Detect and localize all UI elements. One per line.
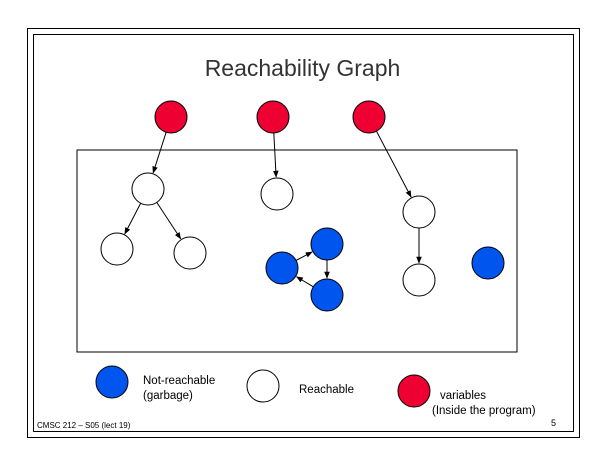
edge-r-left-parent-to-r-left-child-1 xyxy=(124,202,142,235)
program-heap-box xyxy=(76,149,518,353)
legend-variable-swatch xyxy=(397,374,431,408)
node-r-middle xyxy=(260,177,294,211)
legend-variables-line2: (Inside the program) xyxy=(432,405,536,417)
node-g-cycle-bottom xyxy=(310,278,344,312)
legend-reachable-swatch xyxy=(246,369,280,403)
node-layer xyxy=(100,100,505,312)
node-var-1 xyxy=(154,100,188,134)
legend-garbage-swatch xyxy=(95,365,129,399)
slide-outer-border xyxy=(27,28,580,438)
node-r-right-lower xyxy=(402,263,436,297)
footer-course-label: CMSC 212 – S05 (lect 19) xyxy=(37,421,131,430)
node-g-cycle-top xyxy=(310,227,344,261)
node-r-left-parent xyxy=(131,172,165,206)
node-var-2 xyxy=(256,100,290,134)
edge-var-2-to-r-middle xyxy=(272,132,279,178)
edge-var-1-to-r-left-parent xyxy=(152,132,167,174)
legend-garbage-label: Not-reachable (garbage) xyxy=(143,374,215,404)
edge-layer xyxy=(124,130,422,288)
node-r-right-upper xyxy=(402,195,436,229)
node-g-cycle-left xyxy=(265,251,299,285)
legend-swatches xyxy=(95,365,431,408)
slide-inner-border xyxy=(33,34,574,432)
edge-r-left-parent-to-r-left-child-2 xyxy=(156,202,182,240)
edge-var-3-to-r-right-upper xyxy=(376,130,412,198)
node-r-left-child-2 xyxy=(173,236,207,270)
edge-g-cycle-left-to-g-cycle-top xyxy=(295,251,313,261)
node-g-isolated xyxy=(471,246,505,280)
node-var-3 xyxy=(352,100,386,134)
legend-garbage-line2: (garbage) xyxy=(143,390,193,402)
page-number: 5 xyxy=(551,418,557,428)
legend-variables-label: variables (Inside the program) xyxy=(432,389,536,419)
legend-garbage-line1: Not-reachable xyxy=(143,375,216,387)
slide-title: Reachability Graph xyxy=(204,55,401,81)
node-r-left-child-1 xyxy=(100,232,134,266)
edge-g-cycle-bottom-to-g-cycle-left xyxy=(295,276,314,288)
legend-variables-line1: variables xyxy=(440,390,487,402)
legend-reachable-label: Reachable xyxy=(299,384,354,396)
